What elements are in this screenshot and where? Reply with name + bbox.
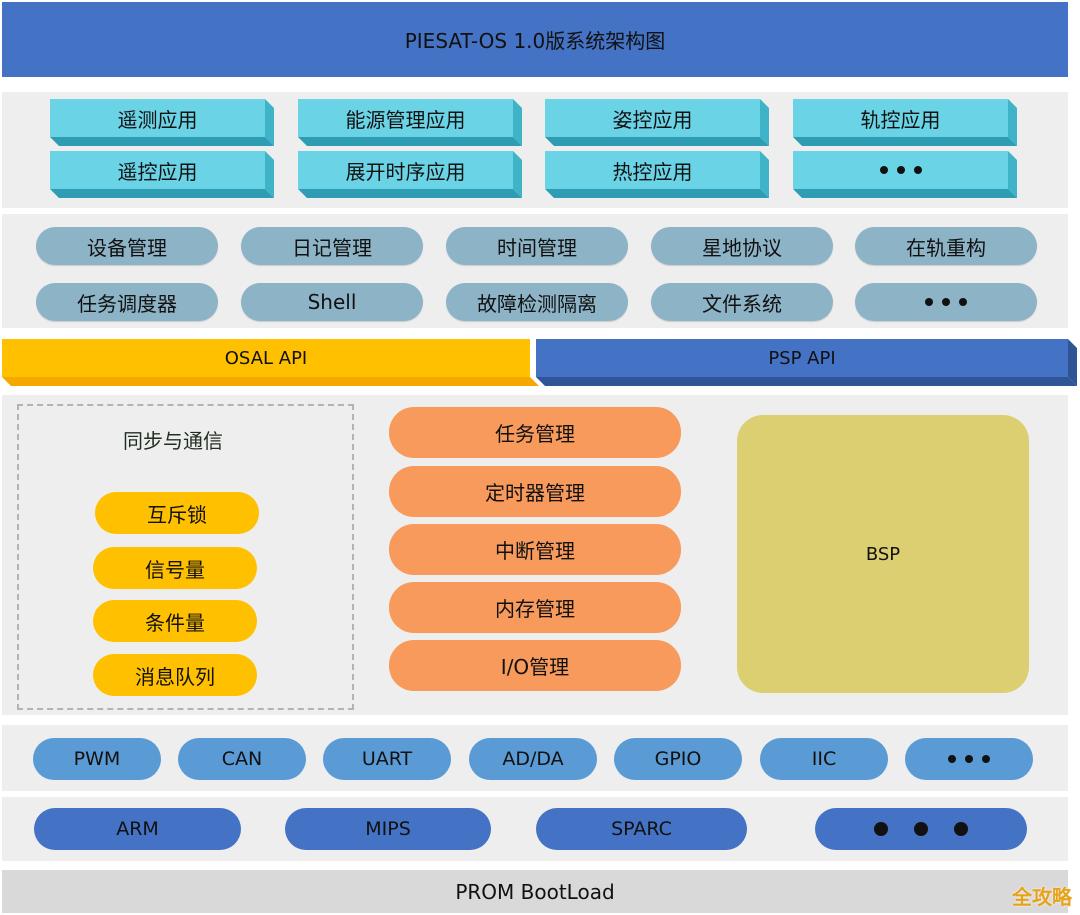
svc-onorbit-reconfig: 在轨重构 — [855, 227, 1037, 265]
driver-can: CAN — [178, 738, 306, 780]
app-thermal-control: 热控应用 — [545, 151, 760, 189]
sync-mutex: 互斥锁 — [95, 492, 259, 534]
sync-comm-title: 同步与通信 — [123, 429, 223, 453]
kernel-memory-management: 内存管理 — [389, 582, 681, 633]
driver-adda: AD/DA — [469, 738, 597, 780]
driver-pwm: PWM — [33, 738, 161, 780]
svc-space-ground-protocol: 星地协议 — [651, 227, 833, 265]
cpu-more — [815, 808, 1027, 850]
driver-more — [905, 738, 1033, 780]
kernel-interrupt-management: 中断管理 — [389, 524, 681, 575]
osal-api-bar: OSAL API — [2, 339, 530, 377]
svc-shell: Shell — [241, 283, 423, 321]
app-orbit-control: 轨控应用 — [793, 99, 1008, 137]
ellipsis-icon — [874, 822, 968, 836]
svc-file-system: 文件系统 — [651, 283, 833, 321]
cpu-sparc: SPARC — [536, 808, 747, 850]
ellipsis-icon — [948, 755, 990, 763]
sync-condition-variable: 条件量 — [93, 600, 257, 642]
kernel-io-management: I/O管理 — [389, 640, 681, 691]
app-telecommand: 遥控应用 — [50, 151, 265, 189]
kernel-timer-management: 定时器管理 — [389, 466, 681, 517]
svc-more — [855, 283, 1037, 321]
ellipsis-icon — [879, 166, 922, 174]
app-attitude-control: 姿控应用 — [545, 99, 760, 137]
cpu-arm: ARM — [34, 808, 241, 850]
svc-device-management: 设备管理 — [36, 227, 218, 265]
sync-semaphore: 信号量 — [93, 547, 257, 589]
prom-bootload-bar: PROM BootLoad — [2, 870, 1068, 913]
kernel-task-management: 任务管理 — [389, 407, 681, 458]
cpu-mips: MIPS — [285, 808, 491, 850]
sync-comm-group — [17, 404, 354, 710]
ellipsis-icon — [925, 298, 967, 306]
psp-api-bar: PSP API — [536, 339, 1068, 377]
app-deployment-sequence: 展开时序应用 — [298, 151, 513, 189]
driver-gpio: GPIO — [614, 738, 742, 780]
watermark-text: 全攻略 — [1012, 885, 1072, 909]
svc-time-management: 时间管理 — [446, 227, 628, 265]
bsp-box: BSP — [737, 415, 1029, 693]
svc-log-management: 日记管理 — [241, 227, 423, 265]
app-power-management: 能源管理应用 — [298, 99, 513, 137]
app-more — [793, 151, 1008, 189]
svc-fault-detection: 故障检测隔离 — [446, 283, 628, 321]
diagram-title: PIESAT-OS 1.0版系统架构图 — [2, 2, 1068, 77]
svc-task-scheduler: 任务调度器 — [36, 283, 218, 321]
sync-message-queue: 消息队列 — [93, 654, 257, 696]
app-telemetry: 遥测应用 — [50, 99, 265, 137]
driver-uart: UART — [323, 738, 451, 780]
driver-iic: IIC — [760, 738, 888, 780]
